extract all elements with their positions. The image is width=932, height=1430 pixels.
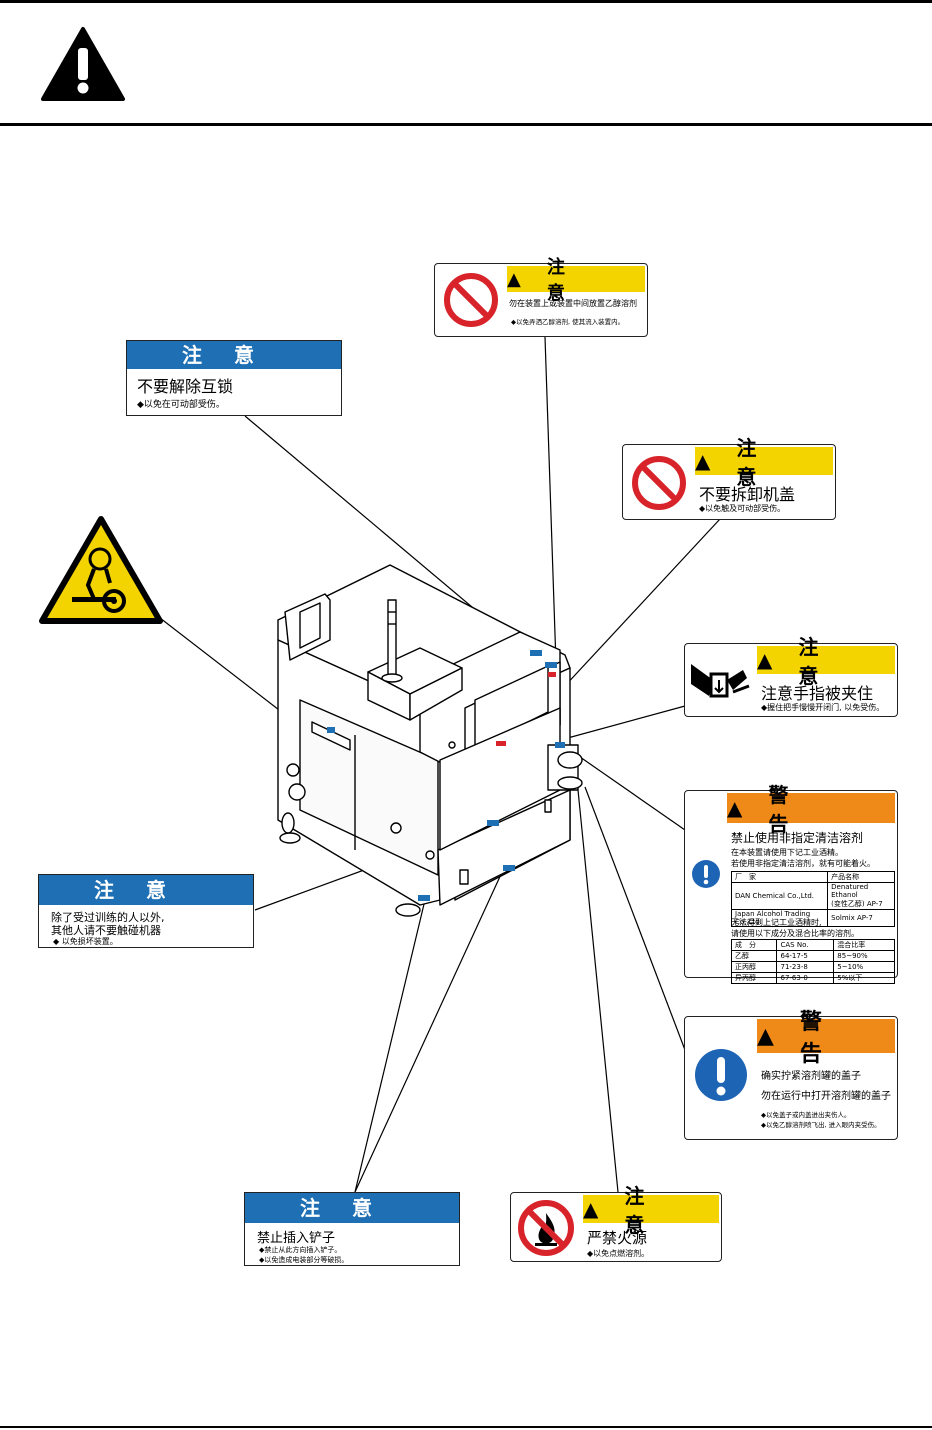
label-title: 警 告	[799, 1010, 892, 1067]
table-cell: 5%以下	[833, 972, 895, 984]
label-main-text: 勿在运行中打开溶剂罐的盖子	[761, 1091, 891, 1102]
label-title: 警 告	[768, 783, 857, 836]
label-title-bar: ▲ 注 意	[583, 1184, 719, 1237]
table-header: CAS No.	[776, 939, 835, 951]
table-cell: 正丙醇	[730, 961, 778, 973]
mandatory-action-icon	[691, 859, 721, 889]
warning-triangle-icon: ▲	[583, 1197, 599, 1221]
label-title-bar: ▲ 注 意	[757, 635, 895, 688]
table-cell: 64-17-5	[776, 950, 835, 962]
mandatory-action-icon	[693, 1047, 749, 1103]
table-cell: Denatured Ethanol (变性乙醇) AP-7	[827, 882, 895, 910]
bottom-rule	[0, 1426, 932, 1428]
label-title-bar: ▲ 注 意	[507, 257, 645, 304]
label-note: ◆以免造成电装部分等破损。	[259, 1256, 349, 1264]
label-pinch: ▲ 注 意 注意手指被夹住 ◆握住把手慢慢开闭门, 以免受伤。	[684, 635, 898, 717]
label-main-text: 其他人请不要触碰机器	[51, 924, 161, 937]
warning-triangle-icon: ▲	[507, 268, 521, 290]
label-main-text: 禁止使用非指定清洁溶剂	[731, 831, 864, 845]
table-cell: 71-23-8	[776, 961, 835, 973]
label-solvent: ▲ 警 告 禁止使用非指定清洁溶剂 在本装置请使用下记工业酒精。 若使用非指定清洁…	[684, 783, 898, 984]
table-header: 厂 家	[730, 871, 829, 883]
table-header: 成 分	[730, 939, 778, 951]
table-cell: 乙醇	[730, 950, 778, 962]
label-line: 无法得到上记工业酒精时,	[731, 918, 822, 927]
label-trained-personnel: 注意 除了受过训练的人以外, 其他人请不要触碰机器 ◆ 以免损坏装置。	[38, 874, 254, 948]
header-rule	[0, 123, 932, 126]
warning-triangle-icon	[40, 26, 126, 102]
table-cell: 异丙醇	[730, 972, 778, 984]
label-line: 若使用非指定清洁溶剂，就有可能着火。	[731, 859, 875, 868]
table-cell: DAN Chemical Co.,Ltd.	[730, 882, 829, 910]
label-no-cover: ▲ 注 意 不要拆卸机盖 ◆以免触及可动部受伤。	[622, 436, 836, 520]
label-note: ◆握住把手慢慢开闭门, 以免受伤。	[761, 703, 885, 712]
table-cell: 85~90%	[833, 950, 895, 962]
label-title: 注意	[39, 875, 253, 905]
label-note: ◆以免在可动部受伤。	[137, 400, 225, 410]
entanglement-hazard-icon	[38, 515, 164, 625]
warning-triangle-icon: ▲	[757, 648, 773, 672]
label-title: 注 意	[736, 436, 825, 489]
table-cell: 67-63-0	[776, 972, 835, 984]
label-line: 在本装置请使用下记工业酒精。	[731, 848, 843, 857]
label-main-text: 严禁火源	[587, 1229, 648, 1247]
label-main-text: 不要解除互锁	[137, 377, 234, 396]
label-title-bar: ▲ 注 意	[695, 436, 833, 489]
label-note: ◆以免点燃溶剂。	[587, 1249, 650, 1258]
label-title: 注 意	[546, 257, 631, 304]
label-main-text: 禁止插入铲子	[257, 1231, 336, 1246]
label-title-bar: ▲ 警 告	[727, 783, 895, 836]
label-main-text: 勿在装置上或装置中间放置乙醇溶剂	[509, 299, 637, 308]
warning-triangle-icon: ▲	[757, 1023, 774, 1049]
prohibition-icon	[631, 455, 687, 511]
label-note: ◆ 以免损坏装置。	[53, 937, 118, 946]
no-open-flame-icon	[517, 1199, 575, 1257]
label-title: 注 意	[624, 1184, 713, 1237]
label-lid: ▲ 警 告 确实拧紧溶剂罐的盖子 勿在运行中打开溶剂罐的盖子 ◆以免盖子或内盖进出…	[684, 1010, 898, 1140]
table-cell: 5~10%	[833, 961, 895, 973]
label-main-text: 除了受过训练的人以外,	[51, 911, 165, 924]
hand-pinch-icon	[687, 650, 753, 710]
table-header: 产品名称	[827, 871, 895, 883]
label-main-text: 不要拆卸机盖	[699, 485, 796, 504]
label-no-scraper: 注意 禁止插入铲子 ◆禁止从此方向插入铲子。 ◆以免造成电装部分等破损。	[244, 1192, 460, 1266]
prohibition-icon	[443, 272, 499, 328]
warning-triangle-icon: ▲	[727, 796, 743, 820]
label-note: ◆以免乙醇溶剂喷飞出, 进入眼内夹受伤。	[761, 1121, 881, 1129]
label-title: 注 意	[798, 635, 887, 688]
label-title: 注意	[245, 1193, 459, 1223]
label-note: ◆禁止从此方向插入铲子。	[259, 1246, 342, 1254]
label-no-fire: ▲ 注 意 严禁火源 ◆以免点燃溶剂。	[510, 1184, 722, 1262]
label-no-alcohol: ▲ 注 意 勿在装置上或装置中间放置乙醇溶剂 ◆以免弄洒乙醇溶剂, 使其流入装置内…	[434, 257, 648, 337]
table-header: 混合比率	[833, 939, 895, 951]
label-note: ◆以免触及可动部受伤。	[699, 504, 786, 513]
top-rule	[0, 0, 932, 3]
table-cell: Japan Alcohol Trading Co.,Ltd.	[730, 909, 829, 927]
table-cell: Solmix AP-7	[827, 909, 895, 927]
label-line: 请使用以下成分及混合比率的溶剂。	[731, 929, 859, 938]
label-title-bar: ▲ 警 告	[757, 1010, 895, 1067]
label-note: ◆以免弄洒乙醇溶剂, 使其流入装置内。	[511, 318, 625, 326]
label-note: ◆以免盖子或内盖进出夹伤人。	[761, 1111, 851, 1119]
label-title: 注意	[127, 341, 341, 369]
manufacturer-table: 厂 家产品名称 DAN Chemical Co.,Ltd.Denatured E…	[730, 871, 895, 927]
warning-triangle-icon: ▲	[695, 449, 711, 473]
label-main-text: 确实拧紧溶剂罐的盖子	[761, 1071, 861, 1082]
label-no-interlock: 注意 不要解除互锁 ◆以免在可动部受伤。	[126, 340, 342, 416]
label-main-text: 注意手指被夹住	[761, 684, 874, 703]
